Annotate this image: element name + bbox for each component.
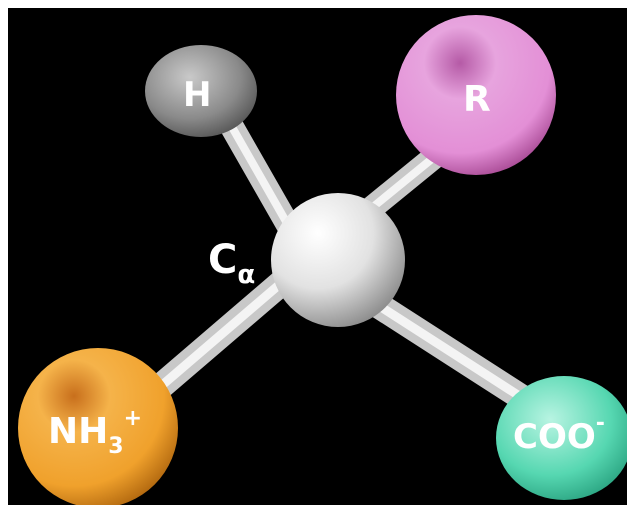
nh3-atom-label: NH3+: [48, 406, 142, 459]
molecule-canvas: H R Cα NH3+ COO-: [8, 8, 627, 505]
center-atom: [271, 193, 405, 327]
h-atom: [145, 45, 257, 137]
coo-atom-label: COO-: [513, 411, 605, 457]
r-atom-label: R: [463, 79, 491, 120]
nh3-atom: [18, 348, 178, 505]
center-atom-label: Cα: [208, 237, 255, 290]
amino-acid-diagram: H R Cα NH3+ COO-: [18, 15, 627, 505]
h-atom-label: H: [183, 75, 211, 115]
coo-atom: [496, 376, 627, 500]
r-atom: [396, 15, 556, 175]
